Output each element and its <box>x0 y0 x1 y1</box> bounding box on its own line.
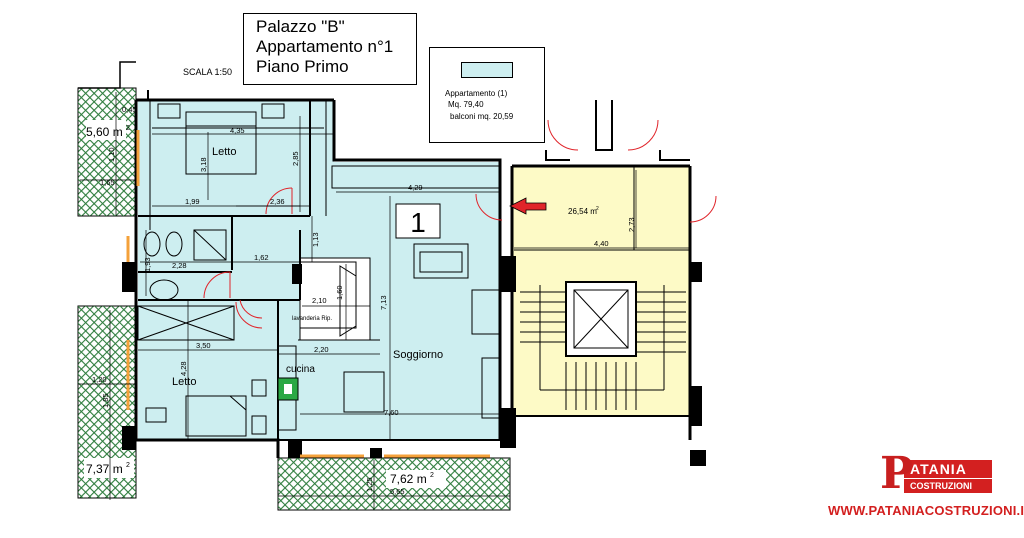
svg-text:2,28: 2,28 <box>172 261 187 270</box>
windows <box>126 130 490 458</box>
scale-label: SCALA 1:50 <box>183 67 232 77</box>
svg-text:1,99: 1,99 <box>185 197 200 206</box>
apartment-number: 1 <box>410 207 426 238</box>
svg-text:1,13: 1,13 <box>311 232 320 247</box>
legend-area: Mq. 79,40 <box>448 100 484 109</box>
balcony-top-left <box>77 87 137 217</box>
logo-subtitle: COSTRUZIONI s.r.l. <box>904 479 992 505</box>
svg-text:2,20: 2,20 <box>314 345 329 354</box>
svg-text:4,40: 4,40 <box>594 239 609 248</box>
svg-text:1,93: 1,93 <box>143 257 152 272</box>
svg-text:2: 2 <box>430 472 434 479</box>
balcony-bottom <box>277 457 511 511</box>
svg-text:3,50: 3,50 <box>196 341 211 350</box>
website-link[interactable]: WWW.PATANIACOSTRUZIONI.IT <box>828 503 1024 518</box>
svg-text:1,25: 1,25 <box>365 477 374 492</box>
svg-text:4,35: 4,35 <box>230 126 245 135</box>
svg-text:2: 2 <box>596 206 599 212</box>
svg-text:7,37 m: 7,37 m <box>86 462 123 476</box>
dimension-labels: 4,35 3,18 2,85 4,29 1,99 2,36 1,13 2,28 … <box>92 105 636 496</box>
apartment-area <box>138 100 500 440</box>
svg-text:2,36: 2,36 <box>270 197 285 206</box>
furniture <box>137 103 501 437</box>
door-swings <box>203 119 717 329</box>
logo-name: ATANIA <box>904 460 992 478</box>
svg-text:1,60: 1,60 <box>335 285 344 300</box>
svg-text:2: 2 <box>126 462 130 469</box>
legend-swatch <box>461 62 513 78</box>
svg-text:1,65: 1,65 <box>100 178 115 187</box>
area-stair: 26,54 m 2 <box>568 206 599 216</box>
title-apartment: Appartamento n°1 <box>256 37 394 56</box>
area-balcony-bottom: 7,62 m 2 <box>390 472 434 486</box>
svg-text:2: 2 <box>126 125 130 132</box>
room-cucina: cucina <box>286 364 315 375</box>
svg-text:7,60: 7,60 <box>384 408 399 417</box>
svg-text:1,20: 1,20 <box>92 375 107 384</box>
legend: Appartamento (1) Mq. 79,40 balconi mq. 2… <box>429 47 545 143</box>
svg-text:4,29: 4,29 <box>408 183 423 192</box>
svg-text:2,10: 2,10 <box>312 296 327 305</box>
svg-text:7,13: 7,13 <box>379 295 388 310</box>
title-floor: Piano Primo <box>256 57 349 76</box>
area-balcony-top-left: 5,60 m 2 <box>86 125 130 139</box>
svg-text:1,62: 1,62 <box>254 253 269 262</box>
logo-letter: P <box>880 448 914 499</box>
room-soggiorno: Soggiorno <box>393 349 443 361</box>
svg-text:5,60 m: 5,60 m <box>86 125 123 139</box>
svg-text:1,10: 1,10 <box>107 147 116 162</box>
svg-text:4,28: 4,28 <box>179 361 188 376</box>
area-balcony-bottom-left: 7,37 m 2 <box>86 462 130 476</box>
company-logo: ATANIA COSTRUZIONI s.r.l. P <box>880 448 992 505</box>
title-block: Palazzo "B" Appartamento n°1 Piano Primo <box>243 13 417 85</box>
apartment-number-box <box>395 203 441 239</box>
room-lavanderia: lavanderia Rip. <box>292 316 332 322</box>
entrance-arrow <box>509 197 547 215</box>
dimension-lines <box>78 92 690 510</box>
title-building: Palazzo "B" <box>256 17 345 36</box>
wall-pillars <box>122 256 706 466</box>
room-letto-top: Letto <box>212 146 236 158</box>
svg-text:0,45: 0,45 <box>122 105 137 114</box>
legend-apartment: Appartamento (1) <box>445 89 508 98</box>
room-letto-bottom: Letto <box>172 376 196 388</box>
legend-balconies: balconi mq. 20,59 <box>450 112 514 121</box>
svg-text:1,85: 1,85 <box>101 393 110 408</box>
svg-text:26,54 m: 26,54 m <box>568 207 597 216</box>
svg-text:7,62 m: 7,62 m <box>390 472 427 486</box>
svg-text:5,65: 5,65 <box>390 487 405 496</box>
svg-text:3,18: 3,18 <box>199 157 208 172</box>
svg-text:2,73: 2,73 <box>627 217 636 232</box>
svg-text:2,85: 2,85 <box>291 151 300 166</box>
